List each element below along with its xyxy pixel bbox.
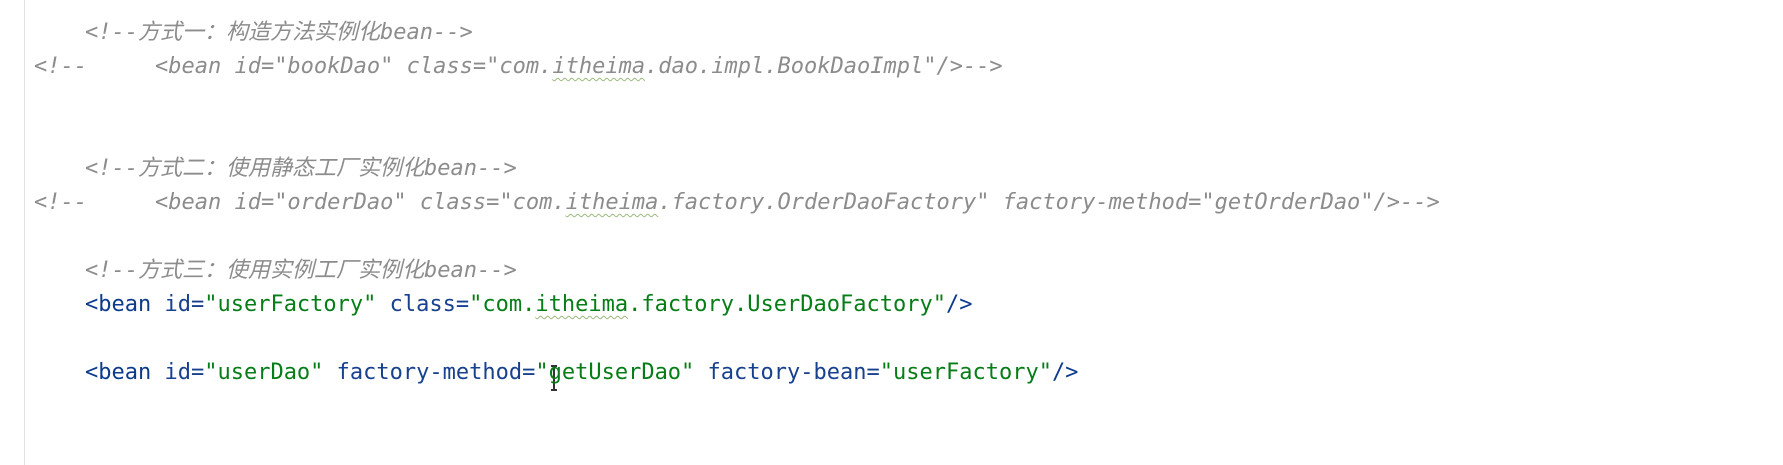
gutter-separator — [24, 0, 25, 465]
value-id: "userFactory" — [204, 292, 377, 317]
attr-factory-method: factory-method= — [323, 360, 536, 385]
comment-method-2: <!--方式二：使用静态工厂实例化bean--> — [85, 156, 517, 181]
comment-open: <!-- — [34, 54, 87, 79]
value-id: "userDao" — [204, 360, 324, 385]
tag-open: <bean — [85, 360, 152, 385]
spell-squiggle-itheima: itheima — [552, 54, 646, 79]
attr-id: id= — [151, 292, 205, 317]
spell-squiggle-itheima: itheima — [565, 190, 659, 215]
bean-text-start: <bean id="bookDao" class="com. — [154, 54, 553, 79]
tag-close: /> — [945, 292, 973, 317]
bean-userdao-line: <bean id="userDao" factory-method="getUs… — [85, 354, 1078, 392]
spell-squiggle-itheima: itheima — [535, 292, 629, 317]
bean-text-end: .factory.OrderDaoFactory" factory-method… — [658, 190, 1440, 215]
bean-text-end: .dao.impl.BookDaoImpl"/>--> — [645, 54, 1003, 79]
attr-id: id= — [151, 360, 205, 385]
text-cursor-icon — [548, 365, 560, 391]
value-class-end: .factory.UserDaoFactory" — [628, 292, 946, 317]
value-factory-method: "getUserDao" — [535, 360, 695, 385]
bean-userfactory-line: <bean id="userFactory" class="com.itheim… — [85, 286, 972, 324]
comment-open: <!-- — [34, 190, 87, 215]
comment-method-3: <!--方式三：使用实例工厂实例化bean--> — [85, 258, 517, 283]
tag-open: <bean — [85, 292, 152, 317]
attr-factory-bean: factory-bean= — [694, 360, 880, 385]
comment-method-1: <!--方式一：构造方法实例化bean--> — [85, 20, 473, 45]
commented-bean-bookdao: <!-- <bean id="bookDao" class="com.itheim… — [34, 48, 1003, 86]
attr-class: class= — [376, 292, 470, 317]
value-factory-bean: "userFactory" — [879, 360, 1052, 385]
value-class-start: "com. — [469, 292, 536, 317]
bean-text-start: <bean id="orderDao" class="com. — [154, 190, 566, 215]
commented-bean-orderdao: <!-- <bean id="orderDao" class="com.ithei… — [34, 184, 1440, 222]
tag-close: /> — [1051, 360, 1079, 385]
